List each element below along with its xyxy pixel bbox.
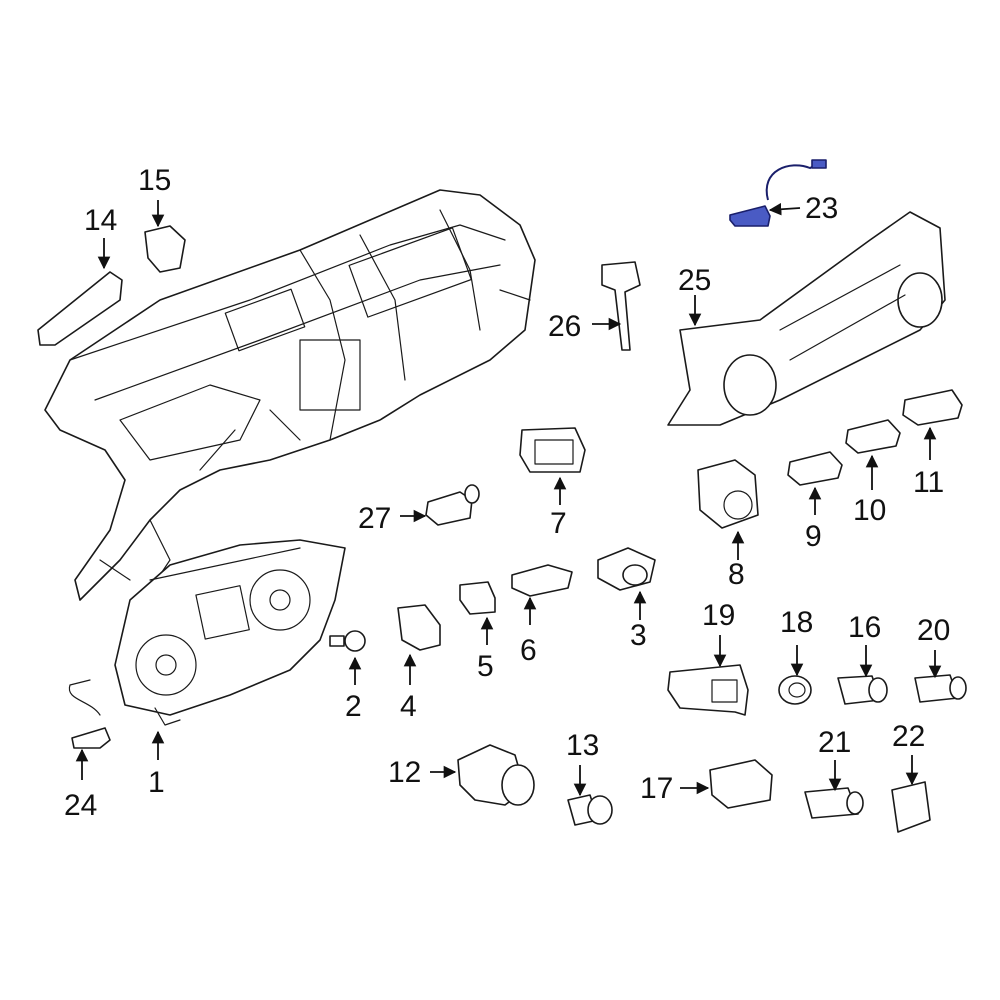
bolt-part-2 — [329, 630, 366, 652]
callout-7: 7 — [550, 507, 567, 540]
sensor-part-24 — [68, 679, 111, 749]
ignition-part-12 — [457, 744, 535, 806]
callout-22: 22 — [892, 720, 925, 753]
part-22 — [891, 781, 931, 833]
callout-27: 27 — [358, 502, 391, 535]
callout-24: 24 — [64, 789, 97, 822]
instrument-panel-frame — [44, 189, 536, 601]
callout-17: 17 — [640, 772, 673, 805]
callout-3: 3 — [630, 619, 647, 652]
cap-part-15 — [144, 225, 186, 273]
callout-11: 11 — [913, 466, 944, 499]
switch-part-9 — [787, 451, 843, 486]
callout-10: 10 — [853, 494, 886, 527]
callout-25: 25 — [678, 264, 711, 297]
switch-part-3 — [597, 547, 656, 591]
callout-14: 14 — [84, 204, 117, 237]
callout-1: 1 — [148, 766, 165, 799]
callout-5: 5 — [477, 650, 494, 683]
climate-control-part-25 — [667, 211, 946, 426]
part-16 — [837, 675, 888, 705]
callout-26: 26 — [548, 310, 581, 343]
callout-20: 20 — [917, 614, 950, 647]
callout-9: 9 — [805, 520, 822, 553]
bezel-part-7 — [519, 427, 586, 473]
callout-12: 12 — [388, 756, 421, 789]
callout-8: 8 — [728, 558, 745, 591]
switch-part-11 — [902, 389, 963, 426]
callout-6: 6 — [520, 634, 537, 667]
part-19 — [667, 664, 749, 716]
part-21 — [804, 787, 864, 819]
trim-part-14 — [37, 271, 123, 346]
leader-lines — [75, 200, 942, 797]
sensor-part-26 — [601, 261, 641, 351]
callout-21: 21 — [818, 726, 851, 759]
callout-19: 19 — [702, 599, 735, 632]
callout-labels: 1 2 3 4 5 6 7 8 9 10 11 12 13 14 15 16 1… — [64, 164, 950, 822]
part-17 — [709, 759, 773, 809]
connector-part-4 — [397, 604, 441, 651]
part-18 — [778, 675, 812, 705]
instrument-cluster — [114, 539, 346, 726]
callout-2: 2 — [345, 690, 362, 723]
callout-18: 18 — [780, 606, 813, 639]
switch-part-10 — [845, 419, 901, 454]
sensor-part-23-highlighted — [729, 159, 827, 227]
switch-part-5 — [459, 581, 496, 615]
callout-13: 13 — [566, 729, 599, 762]
callout-16: 16 — [848, 611, 881, 644]
knob-switch-part-8 — [697, 459, 759, 529]
part-20 — [914, 674, 967, 703]
callout-15: 15 — [138, 164, 171, 197]
part-27 — [425, 484, 480, 526]
part-13 — [567, 794, 613, 826]
callout-23: 23 — [805, 192, 838, 225]
switch-part-6 — [511, 564, 573, 597]
callout-4: 4 — [400, 690, 417, 723]
